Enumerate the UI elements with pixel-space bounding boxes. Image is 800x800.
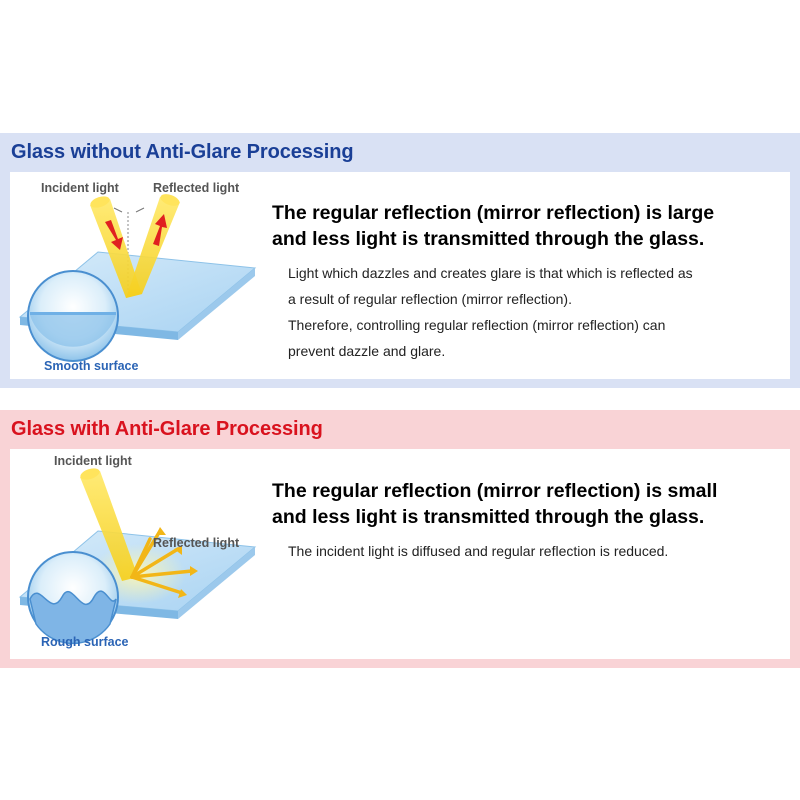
description-without: Light which dazzles and creates glare is… [288, 260, 693, 364]
reflected-light-label: Reflected light [153, 536, 240, 550]
description-line: Light which dazzles and creates glare is… [288, 265, 693, 281]
incident-beam [90, 199, 142, 298]
description-line: Therefore, controlling regular reflectio… [288, 317, 666, 333]
heading-with: The regular reflection (mirror reflectio… [272, 478, 717, 530]
rough-surface-label: Rough surface [41, 635, 129, 649]
glass-side [178, 268, 255, 340]
incident-arrow-icon [105, 220, 123, 250]
section-title-without: Glass without Anti-Glare Processing [11, 141, 354, 163]
description-line: prevent dazzle and glare. [288, 343, 446, 359]
heading-line: The regular reflection (mirror reflectio… [272, 480, 718, 502]
incident-beam [80, 471, 138, 581]
heading-line: and less light is transmitted through th… [272, 506, 705, 528]
section-title-with: Glass with Anti-Glare Processing [11, 418, 323, 440]
rough-surface-wave [29, 590, 117, 645]
description-line: The incident light is diffused and regul… [288, 543, 669, 559]
section-with-anti-glare: Glass with Anti-Glare Processing [0, 410, 800, 668]
reflected-arrow-icon [153, 214, 167, 246]
smooth-surface-label: Smooth surface [44, 359, 139, 373]
smooth-glass-diagram: Incident light Reflected light Smooth su… [18, 181, 257, 373]
description-line: a result of regular reflection (mirror r… [288, 291, 572, 307]
incident-light-label: Incident light [54, 454, 133, 468]
rough-glass-diagram: Incident light Reflected light Rough sur… [18, 454, 257, 649]
heading-without: The regular reflection (mirror reflectio… [272, 200, 714, 252]
panel-without: Incident light Reflected light Smooth su… [10, 172, 790, 379]
incident-light-label: Incident light [41, 181, 120, 195]
glass-side [178, 547, 255, 619]
reflected-light-label: Reflected light [153, 181, 240, 195]
panel-with: Incident light Reflected light Rough sur… [10, 449, 790, 659]
reflected-beam [126, 197, 180, 298]
heading-line: The regular reflection (mirror reflectio… [272, 202, 715, 224]
heading-line: and less light is transmitted through th… [272, 228, 705, 250]
diffused-arrows-icon [130, 529, 194, 595]
description-with: The incident light is diffused and regul… [288, 538, 668, 564]
section-without-anti-glare: Glass without Anti-Glare Processing [0, 133, 800, 388]
